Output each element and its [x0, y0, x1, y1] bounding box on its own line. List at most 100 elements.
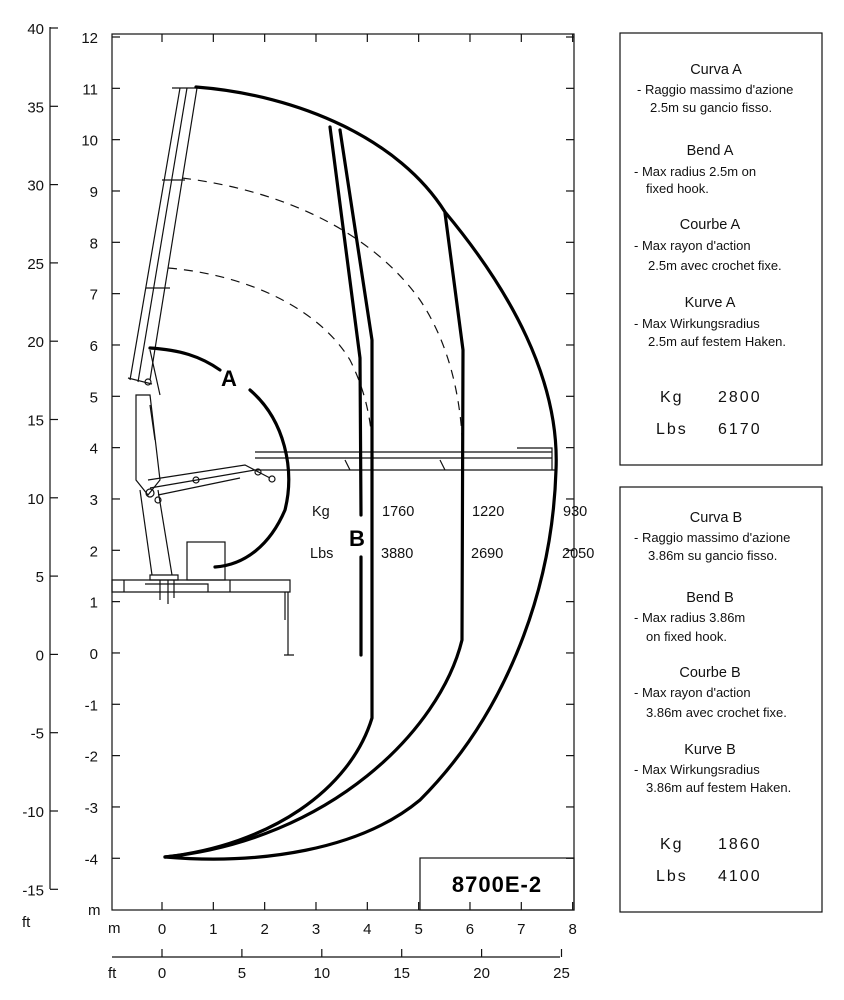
legend-kg-label: Kg: [660, 836, 684, 853]
ft-tick-label: 0: [36, 647, 44, 664]
m-tick-label: 2: [260, 921, 268, 938]
m-tick-label: 5: [414, 921, 422, 938]
m-tick-label: -2: [85, 749, 98, 766]
m-tick-label: -1: [85, 697, 98, 714]
curve-a-line: [148, 346, 291, 569]
legend-kg-value: 1860: [718, 836, 762, 853]
legend-lbs-value: 6170: [718, 421, 762, 438]
m-tick-label: 9: [90, 184, 98, 201]
m-tick-label: 8: [90, 235, 98, 252]
legend-line: - Max rayon d'action: [634, 685, 751, 700]
legend-line: - Raggio massimo d'azione: [637, 82, 793, 97]
curve-a-label: A: [221, 366, 237, 391]
legend-line: on fixed hook.: [646, 629, 727, 644]
ft-tick-label: 20: [473, 965, 490, 982]
m-tick-label: 5: [90, 389, 98, 406]
legend-line: - Max radius 2.5m on: [634, 164, 756, 179]
legend-line: - Max rayon d'action: [634, 238, 751, 253]
m-tick-label: -3: [85, 800, 98, 817]
m-tick-label: 1: [90, 595, 98, 612]
legend-line: 3.86m auf festem Haken.: [646, 780, 791, 795]
plot-frame: [111, 33, 575, 911]
m-tick-label: 0: [90, 646, 98, 663]
m-tick-label: 3: [312, 921, 320, 938]
model-box: [419, 857, 575, 911]
legend-line: 3.86m avec crochet fixe.: [646, 705, 787, 720]
legend-line: fixed hook.: [646, 181, 709, 196]
bottom-m-unit: m: [108, 920, 121, 937]
dashed-reach-curve-upper: [181, 177, 464, 459]
legend-line: 2.5m su gancio fisso.: [650, 100, 772, 115]
model-label: 8700E-2: [452, 872, 542, 897]
ft-tick-label: 25: [553, 965, 570, 982]
legend-kg-value: 2800: [718, 389, 762, 406]
legend-lbs-value: 4100: [718, 868, 762, 885]
legend-box-b: Curva B - Raggio massimo d'azione 3.86m …: [619, 486, 823, 913]
legend-line: 2.5m avec crochet fixe.: [648, 258, 782, 273]
legend-title: Bend A: [687, 143, 734, 159]
m-tick-label: 2: [90, 543, 98, 560]
m-tick-label: 4: [363, 921, 371, 938]
envelope-curve-2: [163, 128, 374, 859]
dashed-reach-curve-lower: [167, 267, 374, 459]
m-tick-label: 8: [568, 921, 576, 938]
ft-tick-label: 10: [27, 491, 44, 508]
ft-tick-label: 25: [27, 256, 44, 273]
ft-tick-label: -15: [22, 882, 44, 899]
envelope-curve-3: [163, 211, 465, 859]
legend-line: 2.5m auf festem Haken.: [648, 334, 786, 349]
ft-tick-label: -5: [31, 726, 44, 743]
m-tick-label: 11: [82, 81, 98, 98]
left-m-unit: m: [88, 902, 101, 919]
lbs-value: 3880: [381, 546, 413, 562]
legend-title: Kurve B: [684, 742, 736, 758]
m-tick-label: 7: [90, 287, 98, 304]
m-tick-label: 3: [90, 492, 98, 509]
m-tick-label: 10: [81, 133, 98, 150]
ft-tick-label: -10: [22, 804, 44, 821]
legend-title: Courbe A: [680, 217, 741, 233]
legend-title: Courbe B: [679, 665, 740, 681]
curve-b-label: B: [349, 526, 365, 551]
legend-title: Kurve A: [685, 295, 736, 311]
legend-box-a: Curva A - Raggio massimo d'azione 2.5m s…: [619, 32, 823, 466]
legend-line: 3.86m su gancio fisso.: [648, 548, 777, 563]
lbs-value: 2690: [471, 546, 503, 562]
m-tick-label: 6: [466, 921, 474, 938]
lbs-value: 2050: [562, 546, 594, 562]
legend-line: - Raggio massimo d'azione: [634, 530, 790, 545]
legend-lbs-label: Lbs: [656, 868, 688, 885]
load-table: Kg Lbs 1760 1220 930 3880 2690 2050: [310, 504, 594, 562]
legend-title: Curva A: [690, 62, 742, 78]
ft-tick-label: 20: [27, 334, 44, 351]
legend-line: - Max radius 3.86m: [634, 610, 745, 625]
legend-kg-label: Kg: [660, 389, 684, 406]
kg-value: 1760: [382, 504, 414, 520]
outer-envelope-curve: [163, 85, 558, 861]
bottom-ft-unit: ft: [108, 965, 117, 982]
ft-tick-label: 30: [27, 178, 44, 195]
m-tick-label: -4: [85, 851, 98, 868]
ft-tick-label: 10: [313, 965, 330, 982]
legend-line: - Max Wirkungsradius: [634, 762, 760, 777]
legend-lbs-label: Lbs: [656, 421, 688, 438]
ft-tick-label: 35: [27, 99, 44, 116]
lbs-label: Lbs: [310, 546, 333, 562]
ft-tick-label: 40: [27, 21, 44, 38]
m-tick-label: 4: [90, 441, 98, 458]
kg-value: 930: [563, 504, 587, 520]
ft-tick-label: 5: [36, 569, 44, 586]
ft-tick-label: 15: [393, 965, 410, 982]
m-tick-label: 1: [209, 921, 217, 938]
m-tick-label: 6: [90, 338, 98, 355]
curve-b-line: [328, 125, 363, 657]
m-tick-label: 12: [81, 30, 98, 47]
kg-value: 1220: [472, 504, 504, 520]
kg-label: Kg: [312, 504, 330, 520]
ft-tick-label: 0: [158, 965, 166, 982]
